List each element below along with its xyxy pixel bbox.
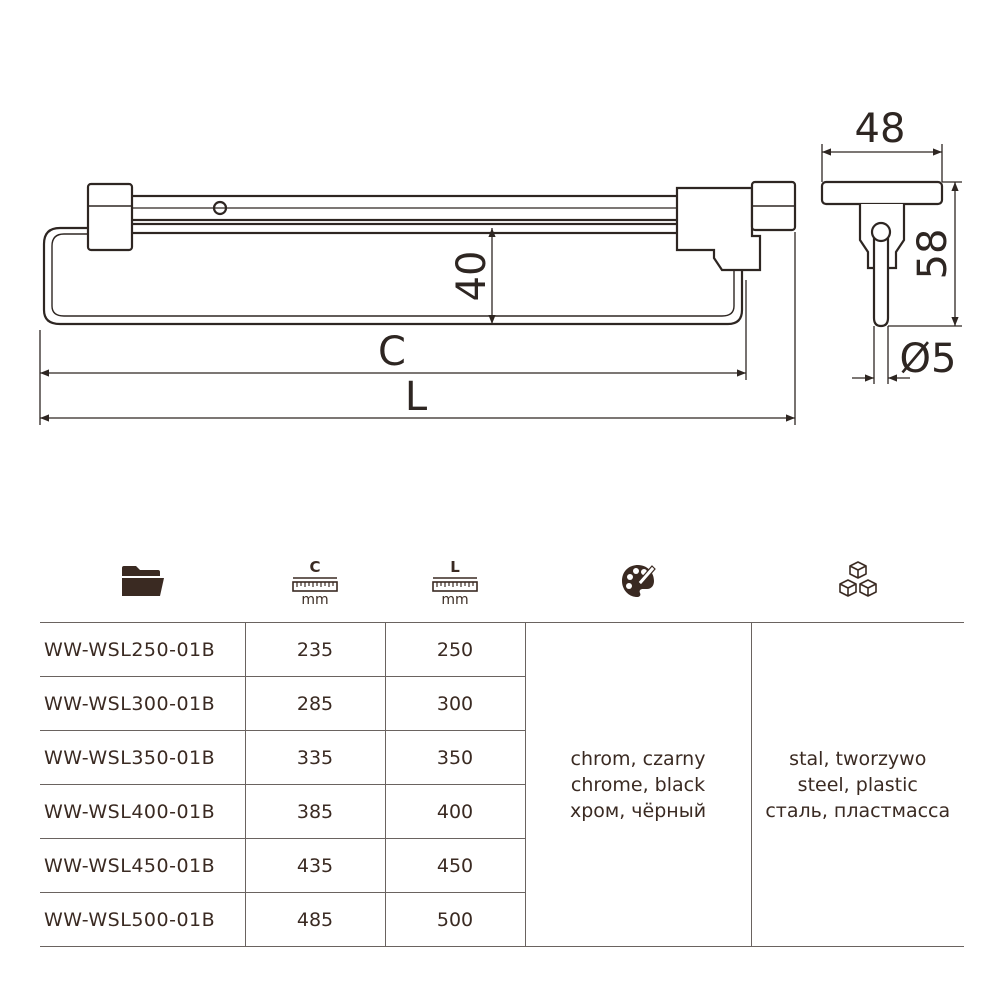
side-pivot: [870, 221, 892, 243]
row-c-value: 435: [244, 838, 385, 893]
technical-drawing: 40 C L 48 58 Ø5: [39, 106, 962, 425]
dimension-58-label: 58: [910, 229, 956, 280]
header-c-unit: mm: [301, 592, 329, 608]
left-bracket: [86, 182, 134, 252]
row-l-value: 450: [384, 838, 525, 893]
row-code: WW-WSL300-01B: [40, 676, 245, 731]
table-row: WW-WSL450-01B 435 450: [40, 838, 964, 893]
dimension-c-label: C: [378, 329, 406, 375]
header-c-letter: C: [309, 558, 321, 576]
header-l: L mm: [385, 540, 525, 623]
rail-screw-hole: [212, 200, 228, 216]
header-l-unit: mm: [441, 592, 469, 608]
table-row: WW-WSL250-01B 235 250 chrom, czarny chro…: [40, 622, 964, 947]
row-l-value: 300: [384, 676, 525, 731]
finish-ru: хром, чёрный: [569, 799, 707, 822]
row-l-value: 400: [384, 784, 525, 839]
material-ru: сталь, пластмасса: [765, 799, 951, 822]
front-view: [42, 180, 797, 326]
table-header-row: C mm L mm: [40, 540, 964, 623]
row-c-value: 285: [244, 676, 385, 731]
header-l-letter: L: [450, 558, 460, 576]
dimension-depth-58: [888, 181, 962, 327]
folder-icon: [121, 566, 164, 596]
table-row: WW-WSL400-01B 385 400: [40, 784, 964, 839]
row-c-value: 235: [244, 622, 385, 677]
dimension-48-label: 48: [855, 106, 906, 152]
row-code: WW-WSL450-01B: [40, 838, 245, 893]
dimension-diameter-label: Ø5: [900, 336, 957, 382]
finish-pl: chrom, czarny: [570, 747, 706, 770]
table-row: WW-WSL500-01B 485 500: [40, 892, 964, 947]
hanger-loop: [42, 226, 744, 326]
table-row: WW-WSL350-01B 335 350: [40, 730, 964, 785]
material-cell: stal, tworzywo steel, plastic сталь, пла…: [750, 622, 964, 947]
dimension-diameter-5: [852, 326, 910, 384]
finish-cell: chrom, czarny chrome, black хром, чёрный: [524, 622, 751, 947]
palette-icon: [622, 565, 656, 597]
ruler-l-icon: [432, 577, 478, 592]
row-code: WW-WSL400-01B: [40, 784, 245, 839]
finish-en: chrome, black: [570, 773, 706, 796]
dimension-width-48: [821, 144, 943, 182]
ruler-c-icon: [292, 577, 338, 592]
row-l-value: 350: [384, 730, 525, 785]
lower-rail: [118, 222, 687, 235]
row-code: WW-WSL350-01B: [40, 730, 245, 785]
row-c-value: 485: [244, 892, 385, 947]
dimension-c: [39, 280, 747, 425]
header-c: C mm: [245, 540, 385, 623]
dimension-l: [40, 232, 796, 425]
side-view: [820, 180, 944, 328]
table-row: WW-WSL300-01B 285 300: [40, 676, 964, 731]
dimension-l-label: L: [405, 374, 428, 420]
header-code: [40, 540, 245, 623]
cubes-icon: [838, 561, 877, 597]
side-hanger-rod: [872, 238, 890, 328]
header-material: [751, 540, 964, 623]
material-en: steel, plastic: [797, 773, 918, 796]
row-l-value: 500: [384, 892, 525, 947]
row-code: WW-WSL500-01B: [40, 892, 245, 947]
side-mount-plate: [820, 180, 944, 206]
table-body: WW-WSL250-01B 235 250 chrom, czarny chro…: [40, 622, 964, 947]
row-l-value: 250: [384, 622, 525, 677]
right-bracket: [675, 186, 762, 272]
material-pl: stal, tworzywo: [789, 747, 927, 770]
row-code: WW-WSL250-01B: [40, 622, 245, 677]
dimension-40-label: 40: [449, 251, 495, 302]
row-c-value: 335: [244, 730, 385, 785]
header-finish: [525, 540, 751, 623]
row-c-value: 385: [244, 784, 385, 839]
spec-table: C mm L mm: [40, 540, 964, 947]
